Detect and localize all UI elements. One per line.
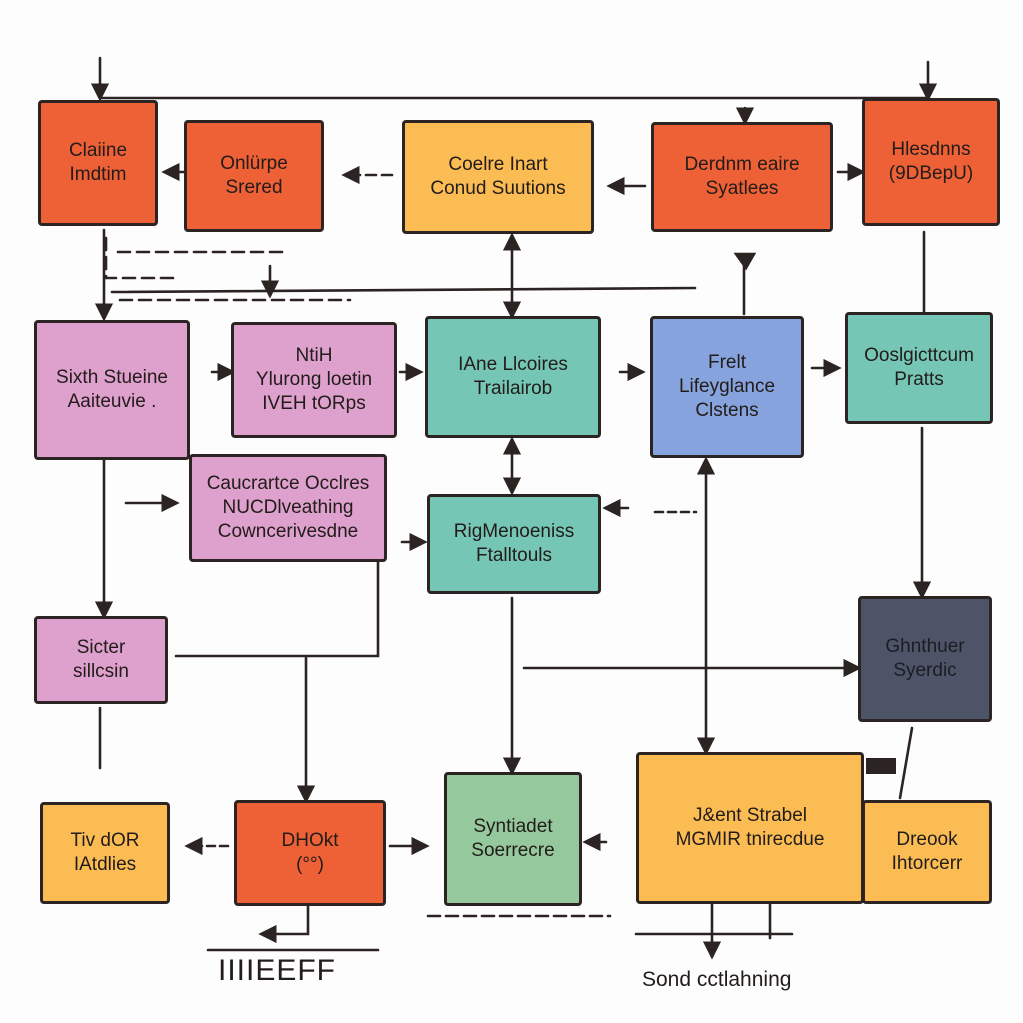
node-tiv-dor[interactable]: Tiv dOR IAtdlies — [40, 802, 170, 904]
node-label: Aaiteuvie . — [67, 391, 157, 412]
node-label: Syerdic — [893, 660, 957, 681]
node-label: Cowncerivesdne — [217, 520, 359, 542]
node-label: Ftalltouls — [475, 545, 553, 566]
node-label: Soerrecre — [471, 840, 555, 861]
bottom-right-label: Sond cctlahning — [642, 968, 792, 991]
node-hlesdnns[interactable]: Hlesdnns (9DBepU) — [862, 98, 1000, 226]
node-label: NUCDlveathing — [222, 497, 354, 519]
node-label: NtiH — [295, 345, 333, 367]
node-label: Hlesdnns — [891, 139, 971, 161]
node-label: Syntiadet — [473, 816, 553, 838]
node-jent-strabel[interactable]: J&ent Strabel MGMIR tnirecdue — [636, 752, 864, 904]
node-label: Sicter — [76, 637, 126, 659]
node-label: Pratts — [894, 369, 944, 390]
node-iane-llcoires[interactable]: IAne Llcoires Trailairob — [425, 316, 601, 438]
node-label: (°°) — [296, 854, 324, 875]
n18-tab — [866, 758, 896, 774]
flag-n9 — [733, 252, 757, 271]
node-label: Claiine — [68, 140, 128, 162]
node-claiine[interactable]: Claiine Imdtim — [38, 100, 158, 226]
node-label: Dreook — [896, 829, 958, 851]
node-ghnthuer[interactable]: Ghnthuer Syerdic — [858, 596, 992, 722]
node-caucrartce[interactable]: Caucrartce Occlres NUCDlveathing Cowncer… — [189, 454, 387, 562]
node-label: IVEH tORps — [262, 392, 366, 414]
node-label: Imdtim — [69, 164, 127, 185]
node-label: (9DBepU) — [888, 163, 974, 184]
node-label: Conud Suutions — [430, 178, 566, 199]
node-label: Syatlees — [705, 178, 779, 199]
node-lifeyglance[interactable]: Frelt Lifeyglance Clstens — [650, 316, 804, 458]
bottom-left-label: IIIIEEFF — [218, 954, 337, 987]
node-label: Ylurong loetin — [255, 369, 373, 391]
node-sicter[interactable]: Sicter sillcsin — [34, 616, 168, 704]
node-label: Sixth Stueine — [56, 367, 168, 389]
node-label: MGMIR tnirecdue — [675, 829, 825, 850]
node-dhokt[interactable]: DHOkt (°°) — [234, 800, 386, 906]
node-syntiadet[interactable]: Syntiadet Soerrecre — [444, 772, 582, 906]
node-dreook[interactable]: Dreook Ihtorcerr — [862, 800, 992, 904]
node-label: DHOkt — [281, 830, 339, 852]
node-ooslgicttcum[interactable]: Ooslgicttcum Pratts — [845, 312, 993, 424]
node-label: Caucrartce Occlres — [206, 473, 370, 495]
node-derdnm[interactable]: Derdnm eaire Syatlees — [651, 122, 833, 232]
node-ylurong[interactable]: NtiH Ylurong loetin IVEH tORps — [231, 322, 397, 438]
node-label: Srered — [225, 177, 283, 198]
line-n14-n19 — [898, 726, 914, 800]
solid-link-d — [110, 286, 697, 294]
node-label: Lifeyglance — [678, 376, 776, 398]
line-n13-n11 — [174, 560, 380, 658]
node-label: RigMenoeniss — [453, 521, 575, 543]
node-label: IAne Llcoires — [458, 354, 568, 376]
node-label: Ooslgicttcum — [864, 345, 974, 367]
node-onlurpe[interactable]: Onlürpe Srered — [184, 120, 324, 232]
node-label: Trailairob — [473, 378, 553, 399]
node-sixth-stueine[interactable]: Sixth Stueine Aaiteuvie . — [34, 320, 190, 460]
node-label: sillcsin — [73, 661, 129, 682]
node-label: Derdnm eaire — [684, 154, 800, 176]
node-label: Ihtorcerr — [891, 853, 963, 874]
node-coelre[interactable]: Coelre Inart Conud Suutions — [402, 120, 594, 234]
node-label: Coelre Inart — [448, 154, 548, 176]
node-label: J&ent Strabel — [692, 805, 808, 827]
node-label: Frelt — [708, 352, 746, 374]
dashed-link-a — [104, 236, 177, 280]
node-label: Tiv dOR — [70, 830, 140, 852]
node-label: Ghnthuer — [885, 636, 965, 658]
node-rigmenoeniss[interactable]: RigMenoeniss Ftalltouls — [427, 494, 601, 594]
node-label: Clstens — [695, 399, 759, 421]
line-under-n16 — [258, 904, 310, 944]
node-label: IAtdlies — [73, 854, 137, 875]
node-label: Onlürpe — [220, 153, 288, 175]
